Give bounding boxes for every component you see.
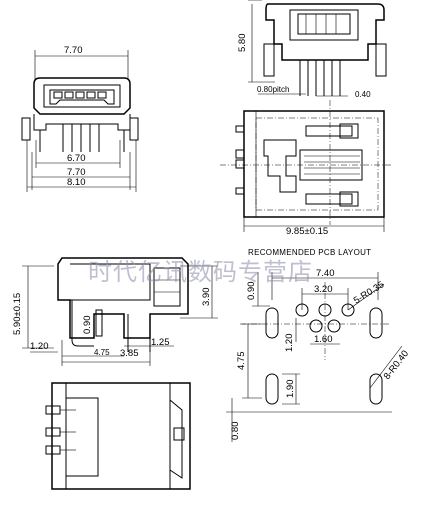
top-length-label: 9.85±0.15: [286, 226, 328, 237]
section-total-height-label: 5.90±0.15: [12, 293, 23, 335]
bottom-view: [45, 382, 191, 490]
section-pin-offset-label: 1.20: [30, 341, 49, 352]
pcb-inner-span-label: 3.20: [314, 284, 333, 295]
pcb-row-spacing-label: 4.75: [236, 352, 247, 371]
section-pin-height-label: 0.90: [82, 316, 93, 335]
pcb-bottom-offset-label: 0.80: [230, 422, 241, 441]
side-height-label: 5.80: [237, 34, 248, 53]
top-view: 9.85±0.15: [220, 100, 392, 237]
pcb-outer-span-label: 7.40: [316, 268, 335, 279]
pcb-vertical-gap-label: 1.20: [284, 334, 295, 353]
side-pin-width-label: 0.40: [355, 90, 371, 99]
pcb-left-offset-label: 0.90: [246, 282, 257, 301]
pcb-layout-title: RECOMMENDED PCB LAYOUT: [248, 248, 371, 257]
side-view: 5.80 0.80pitch 0.40: [237, 0, 387, 99]
pcb-slot-height-label: 1.90: [285, 380, 296, 399]
watermark-text: 时代亿讯数码专营店: [88, 258, 313, 286]
front-width-inner-label: 7.70: [67, 167, 86, 178]
side-pitch-label: 0.80pitch: [257, 85, 289, 94]
front-width-top-label: 7.70: [64, 45, 83, 56]
section-rear-gap-label: 1.25: [151, 337, 170, 348]
section-upper-height-label: 3.90: [201, 288, 212, 307]
pcb-center-pitch-label: 1.60: [314, 334, 333, 345]
pcb-hole-spec-label: 5-R0.35: [352, 279, 387, 306]
front-view: 7.70 6.70 7.70: [21, 45, 139, 192]
section-body-total-label: 3.85: [120, 348, 139, 359]
section-body-length-label: 4.75: [94, 348, 110, 357]
section-view: 5.90±0.15 3.90 0.90 1.20 4.75 3.85 1.25: [12, 257, 218, 366]
front-width-total-label: 8.10: [67, 177, 86, 188]
front-width-pins-label: 6.70: [67, 153, 86, 164]
